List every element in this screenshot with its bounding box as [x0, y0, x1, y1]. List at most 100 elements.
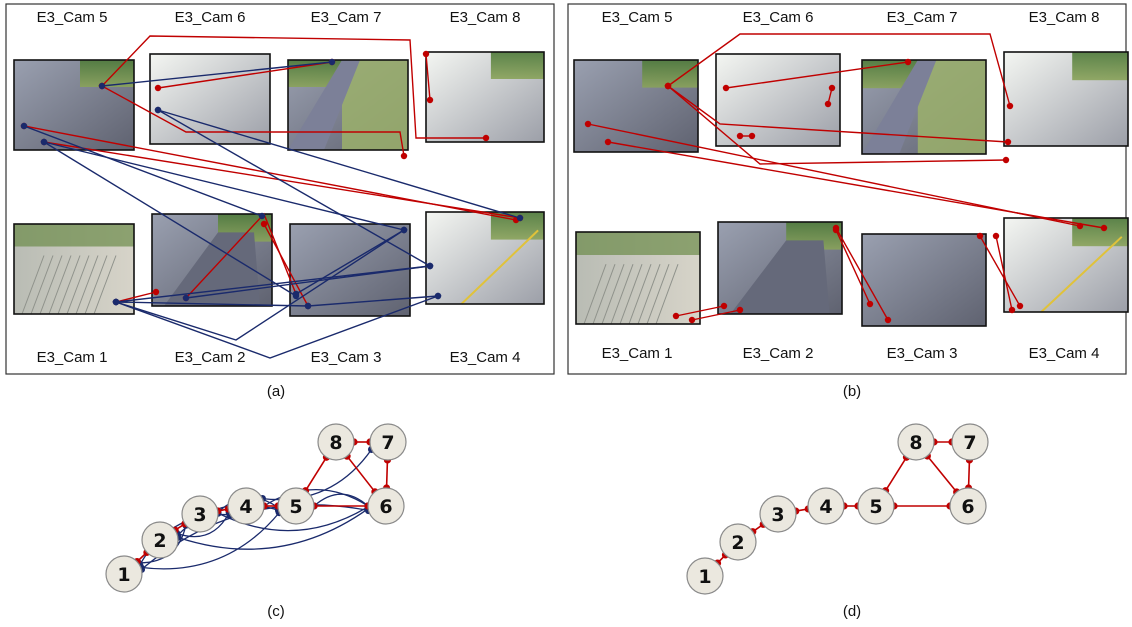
camera-2-thumbnail	[151, 213, 273, 307]
graph-d-node-4	[807, 487, 845, 525]
camera-8-trees	[1072, 52, 1128, 81]
camera-5-label: E3_Cam 5	[602, 9, 673, 26]
graph-d-node-6	[949, 487, 987, 525]
panel-a-link-0-end-dot	[482, 134, 490, 142]
graph-c-node-1	[105, 555, 143, 593]
panel-a-link-20-end-dot	[400, 226, 408, 234]
camera-3-thumbnail	[861, 233, 987, 327]
panel-a-link-5	[115, 291, 157, 303]
camera-1-label: E3_Cam 1	[602, 345, 673, 362]
panel-b-link-0-end-dot	[1006, 102, 1014, 110]
graph-d-node-2	[719, 523, 757, 561]
camera-5-border	[573, 59, 699, 153]
panel-a-link-19	[185, 265, 431, 299]
panel-a-link-18-start-dot	[112, 298, 120, 306]
panel-b-link-6-start-dot	[736, 132, 744, 140]
camera-3-label: E3_Cam 3	[311, 349, 382, 366]
camera-4-thumbnail	[1003, 217, 1129, 313]
panel-a-link-21-start-dot	[304, 302, 312, 310]
panel-b-link-5	[587, 123, 1081, 227]
camera-6-border	[715, 53, 841, 147]
graph-d-node-1	[686, 557, 724, 595]
camera-7-border	[287, 59, 409, 151]
camera-7-road	[862, 60, 937, 154]
camera-1-stair-line	[93, 255, 117, 315]
graph-c-node-3-label: 3	[193, 504, 206, 526]
camera-8-border	[1003, 51, 1129, 147]
panel-b-link-5-end-dot	[1076, 222, 1084, 230]
panel-a-link-9-end-dot	[328, 58, 336, 66]
camera-2-label: E3_Cam 2	[175, 349, 246, 366]
camera-4-lane-line	[460, 229, 539, 305]
camera-4-label: E3_Cam 4	[1029, 345, 1100, 362]
panel-b-link-11	[979, 235, 1021, 307]
camera-1-stair-line	[619, 264, 643, 325]
caption-b: (b)	[843, 383, 861, 400]
panel-b-link-3	[667, 85, 1007, 165]
panel-a-link-13	[157, 109, 431, 267]
graph-c-node-5-label: 5	[289, 496, 302, 518]
panel-a-link-8	[425, 53, 431, 101]
camera-2-road	[730, 240, 830, 314]
panel-b-link-3-start-dot	[664, 82, 672, 90]
graph-d-node-3	[759, 495, 797, 533]
camera-1-label: E3_Cam 1	[37, 349, 108, 366]
panel-a-link-4-start-dot	[154, 84, 162, 92]
panel-b-link-3-end-dot	[1002, 156, 1010, 164]
graph-d-node-5-label: 5	[869, 496, 882, 518]
panel-b-link-6-end-dot	[748, 132, 756, 140]
camera-1-stair-line	[646, 264, 670, 325]
camera-6-border	[149, 53, 271, 145]
panel-a-link-7	[263, 223, 309, 307]
panel-b-link-1	[667, 85, 1009, 143]
panel-a-link-9-start-dot	[98, 82, 106, 90]
panel-a-link-21	[307, 295, 439, 307]
panel-b-link-7-start-dot	[672, 312, 680, 320]
graph-c-node-3	[181, 495, 219, 533]
camera-1-stair-line	[66, 255, 90, 315]
caption-d: (d)	[843, 603, 861, 620]
graph-d-true-edge-6-8	[926, 455, 958, 493]
graph-d-node-8-label: 8	[909, 432, 922, 454]
panel-a-link-4	[157, 61, 333, 89]
panel-a-link-19-start-dot	[182, 294, 190, 302]
graph-d-node-7	[951, 423, 989, 461]
panel-a-link-12-start-dot	[40, 138, 48, 146]
camera-5-thumbnail	[573, 59, 699, 153]
panel-b-link-2-start-dot	[722, 84, 730, 92]
camera-1-border	[575, 231, 701, 325]
graph-d-node-4-label: 4	[819, 496, 832, 518]
camera-3-image	[862, 234, 986, 326]
camera-1-stair-line	[39, 255, 63, 315]
graph-d-true-edge-7-6	[967, 459, 971, 489]
camera-6-image	[716, 54, 840, 146]
panel-a-link-2	[23, 125, 517, 221]
graph-c-node-7-label: 7	[381, 432, 394, 454]
camera-2-border	[717, 221, 843, 315]
camera-1-stair-line	[75, 255, 99, 315]
camera-1-stair-line	[57, 255, 81, 315]
graph-d-node-2-label: 2	[731, 532, 744, 554]
camera-1-trees	[14, 224, 134, 247]
graph-d-node-5	[857, 487, 895, 525]
camera-1-stair-line	[592, 264, 616, 325]
camera-6-thumbnail	[715, 53, 841, 147]
graph-c-node-2-label: 2	[153, 530, 166, 552]
camera-1-stair-line	[21, 255, 45, 315]
panel-b-link-1-end-dot	[1004, 138, 1012, 146]
graph-c-false-edge-5-6	[313, 493, 369, 507]
panel-a-link-21-end-dot	[434, 292, 442, 300]
panel-a-link-14-end-dot	[516, 214, 524, 222]
graph-c-true-edge-7-6	[385, 459, 389, 489]
graph-c-false-edge-2-4	[176, 512, 230, 538]
camera-4-trees	[1072, 218, 1128, 247]
panel-b-link-7	[675, 305, 725, 317]
graph-c-node-8-label: 8	[329, 432, 342, 454]
graph-c-false-edge-2-6	[177, 508, 369, 550]
camera-1-stair-line	[655, 264, 679, 325]
panel-b-link-8	[691, 309, 741, 321]
camera-1-stair-line	[637, 264, 661, 325]
graph-c-node-6-label: 6	[379, 496, 392, 518]
